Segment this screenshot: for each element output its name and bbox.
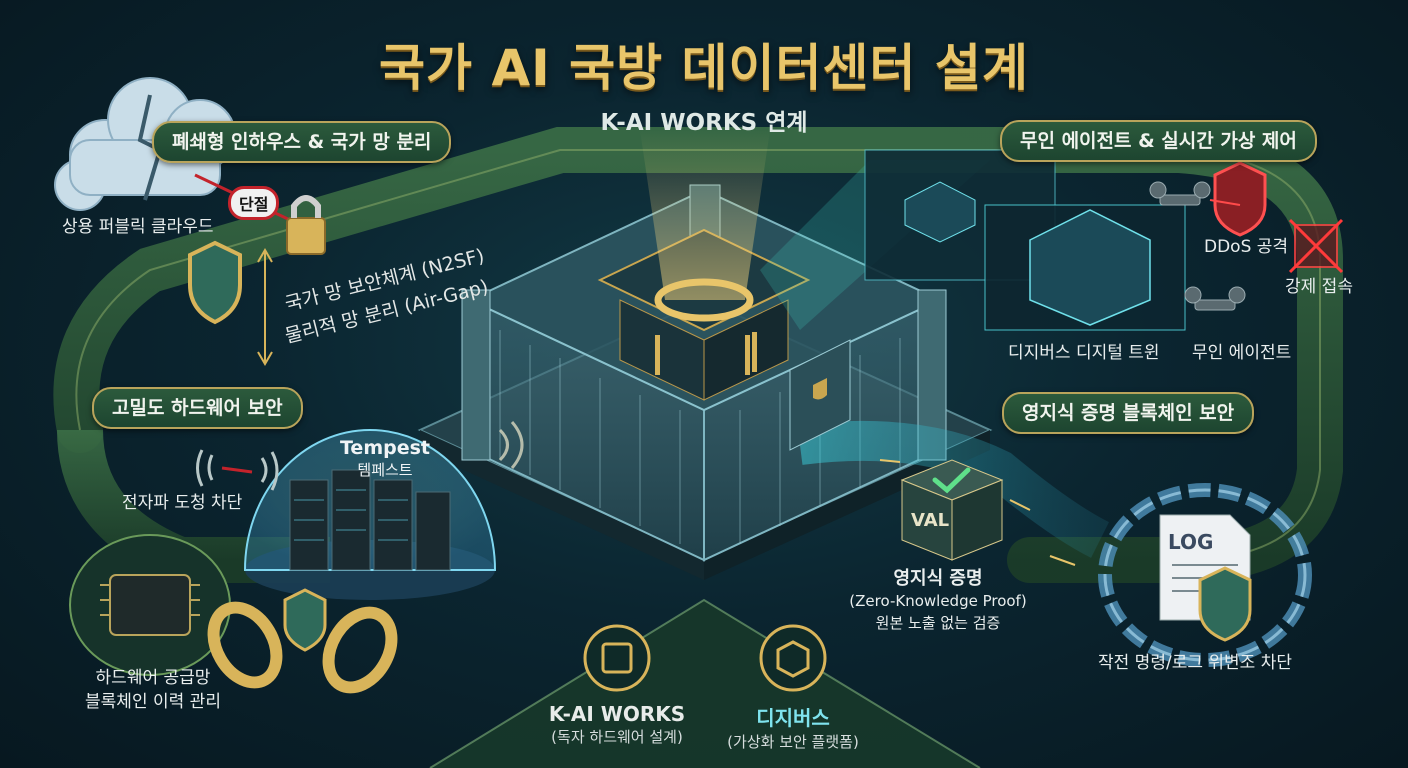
digiverse-title: 디지버스 bbox=[756, 706, 830, 730]
kai-works-block: K-AI WORKS (독자 하드웨어 설계) bbox=[532, 702, 702, 747]
agent-label: 무인 에이전트 bbox=[1192, 343, 1292, 363]
zkp-caption-line1: 영지식 증명 bbox=[893, 568, 983, 589]
cloud-label: 상용 퍼블릭 클라우드 bbox=[62, 217, 214, 237]
zkp-caption-line3: 원본 노출 없는 검증 bbox=[875, 614, 1001, 632]
digiverse-block: 디지버스 (가상화 보안 플랫폼) bbox=[708, 702, 878, 752]
section-hardware-security: 고밀도 하드웨어 보안 bbox=[92, 387, 303, 429]
emi-label: 전자파 도청 차단 bbox=[122, 493, 243, 513]
disconnect-badge: 단절 bbox=[228, 186, 280, 220]
intrusion-label: 강제 접속 bbox=[1285, 277, 1353, 297]
section-unmanned-agent: 무인 에이전트 & 실시간 가상 제어 bbox=[1000, 120, 1317, 162]
digiverse-sub: (가상화 보안 플랫폼) bbox=[727, 733, 859, 751]
section-closed-network: 폐쇄형 인하우스 & 국가 망 분리 bbox=[152, 121, 452, 163]
log-caption: 작전 명령/로그 위변조 차단 bbox=[1098, 653, 1292, 673]
ddos-label: DDoS 공격 bbox=[1204, 237, 1289, 257]
tempest-label: Tempest 템페스트 bbox=[330, 437, 440, 480]
digital-twin-label: 디지버스 디지털 트윈 bbox=[1008, 343, 1160, 363]
kai-works-title: K-AI WORKS bbox=[548, 702, 686, 726]
chip-caption: 하드웨어 공급망 블록체인 이력 관리 bbox=[68, 666, 238, 714]
log-doc-text: LOG bbox=[1168, 530, 1214, 554]
tempest-ko: 템페스트 bbox=[357, 461, 413, 479]
kai-works-sub: (독자 하드웨어 설계) bbox=[551, 728, 683, 746]
page-title: 국가 AI 국방 데이터센터 설계 bbox=[379, 39, 1029, 97]
zkp-caption-line2: (Zero-Knowledge Proof) bbox=[849, 592, 1027, 610]
section-zkp-blockchain: 영지식 증명 블록체인 보안 bbox=[1002, 392, 1255, 434]
tempest-en: Tempest bbox=[340, 437, 430, 459]
chip-caption-line1: 하드웨어 공급망 bbox=[95, 668, 211, 688]
zkp-caption: 영지식 증명 (Zero-Knowledge Proof) 원본 노출 없는 검… bbox=[838, 568, 1038, 634]
page-subtitle: K-AI WORKS 연계 bbox=[600, 110, 808, 136]
chip-caption-line2: 블록체인 이력 관리 bbox=[85, 692, 221, 712]
val-box-text: VAL bbox=[911, 510, 950, 531]
